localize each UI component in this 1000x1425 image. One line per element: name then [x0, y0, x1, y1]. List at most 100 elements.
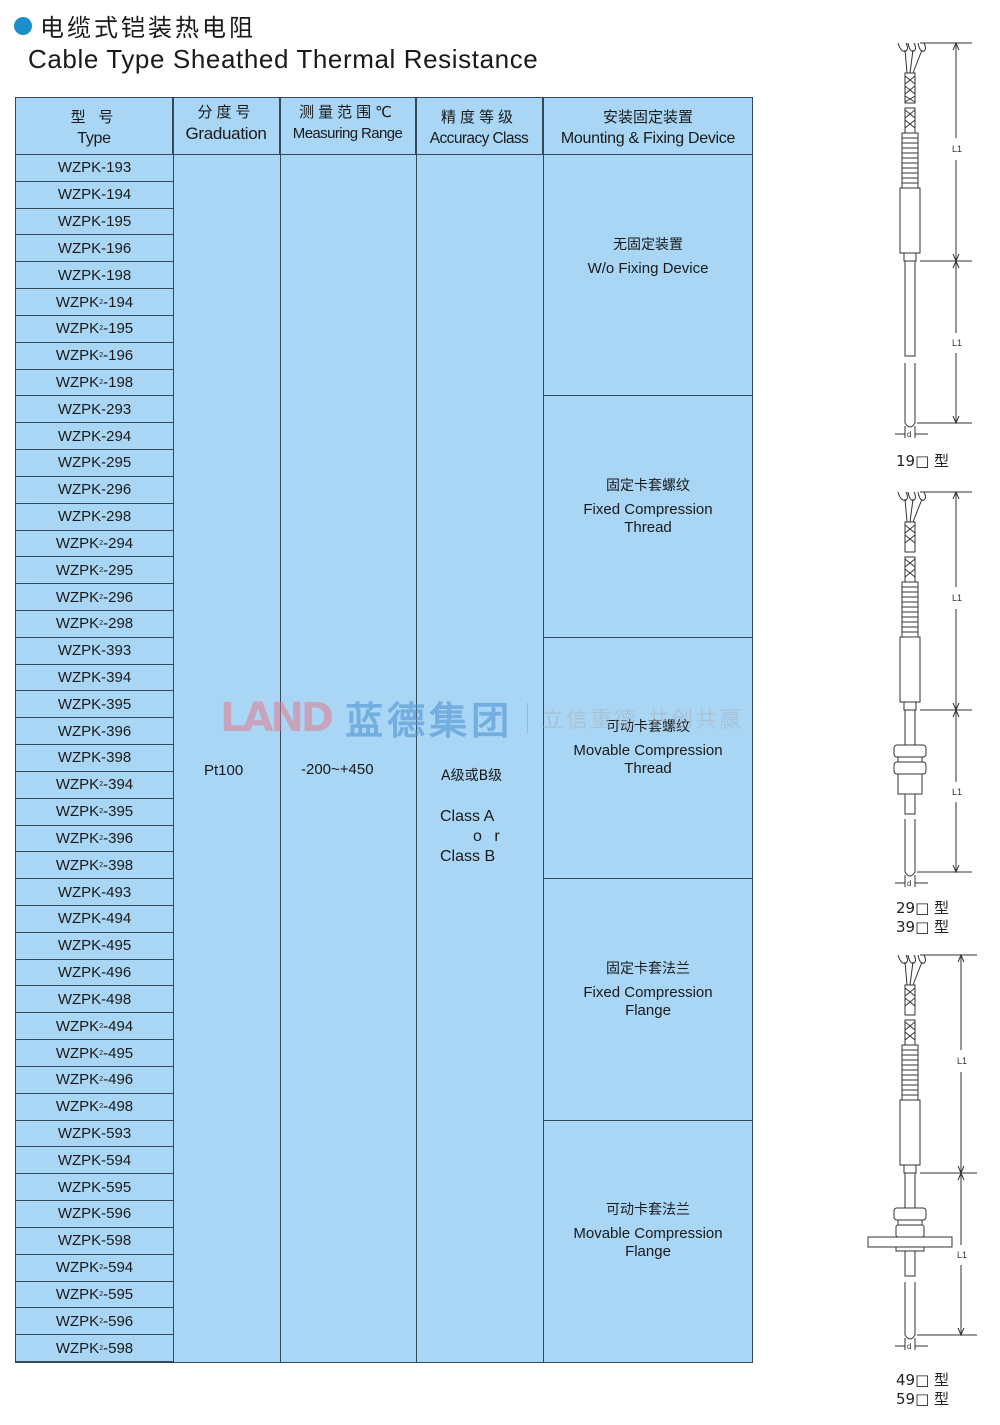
type-prefix: WZPK — [55, 856, 100, 874]
type-prefix: WZPK — [55, 1339, 100, 1357]
mounting-en: Fixed Compression — [583, 983, 713, 1001]
type-number: -495 — [101, 937, 132, 955]
type-prefix: WZPK — [55, 615, 100, 633]
type-prefix: WZPK — [55, 1071, 100, 1089]
type-number: -294 — [101, 427, 132, 445]
drawing-label: 49□ 型 — [896, 1371, 950, 1389]
type-prefix: WZPK — [57, 266, 102, 284]
type-row: WZPK-393 — [16, 638, 173, 665]
type-number: -596 — [101, 1205, 132, 1223]
mounting-cn: 可动卡套螺纹 — [606, 719, 690, 736]
type-prefix: WZPK — [57, 159, 102, 177]
type-row: WZPK-598 — [16, 1228, 173, 1255]
type-subscript: 2 — [99, 378, 104, 386]
type-number: -398 — [103, 856, 134, 874]
mounting-cn: 可动卡套法兰 — [606, 1202, 690, 1219]
header-mounting: 安装固定装置 Mounting & Fixing Device — [543, 98, 753, 155]
title-cn-text: 电缆式铠装热电阻 — [40, 14, 256, 42]
mounting-cn: 固定卡套螺纹 — [606, 478, 690, 495]
type-row: WZPK-293 — [16, 396, 173, 424]
type-row: WZPK-496 — [16, 960, 173, 987]
dim-label-l1: L1 — [957, 1250, 967, 1260]
type-number: -596 — [103, 1312, 134, 1330]
type-subscript: 2 — [99, 1076, 104, 1084]
type-prefix: WZPK — [57, 239, 102, 257]
dim-label-d: d — [907, 879, 911, 887]
dim-label-l1: L1 — [952, 144, 962, 154]
type-subscript: 2 — [99, 861, 104, 869]
type-row: WZPK-298 — [16, 504, 173, 531]
header-type-en: Type — [77, 130, 111, 147]
type-subscript: 2 — [99, 1264, 104, 1272]
type-number: -494 — [103, 1017, 134, 1035]
type-row: WZPK-398 — [16, 745, 173, 772]
header-graduation-cn: 分度号 — [197, 103, 255, 121]
type-number: -198 — [103, 373, 134, 391]
drawing-label: 39□ 型 — [896, 918, 950, 936]
drawing-type-49-59: L1 L1 d — [867, 953, 977, 1351]
type-row: WZPK-594 — [16, 1147, 173, 1175]
col-divider — [173, 98, 281, 1362]
type-number: -595 — [103, 1285, 134, 1303]
type-row: WZPK-198 — [16, 262, 173, 290]
mounting-en-2: Thread — [624, 519, 672, 537]
type-row: WZPK-296 — [16, 477, 173, 504]
dim-label-l1: L1 — [952, 787, 962, 797]
type-prefix: WZPK — [57, 964, 102, 982]
type-number: -494 — [101, 910, 132, 928]
type-row: WZPK-294 — [16, 423, 173, 451]
type-number: -394 — [103, 776, 134, 794]
type-number: -394 — [101, 669, 132, 687]
dim-label-l1: L1 — [952, 338, 962, 348]
type-prefix: WZPK — [57, 213, 102, 231]
type-number: -196 — [103, 347, 134, 365]
type-prefix: WZPK — [57, 695, 102, 713]
col-divider — [280, 98, 417, 1362]
spec-table: 型 号 Type 分度号 Graduation 测量范围℃ Measuring … — [15, 97, 753, 1363]
type-row: WZPK-194 — [16, 182, 173, 209]
type-number: -296 — [103, 588, 134, 606]
type-number: -496 — [101, 964, 132, 982]
type-row: WZPK-596 — [16, 1201, 173, 1228]
header-graduation-en: Graduation — [185, 124, 267, 143]
mounting-en: Movable Compression — [573, 742, 723, 760]
type-prefix: WZPK — [55, 1044, 100, 1062]
type-prefix: WZPK — [57, 749, 102, 767]
type-prefix: WZPK — [55, 561, 100, 579]
type-subscript: 2 — [99, 834, 104, 842]
drawing-label: 59□ 型 — [896, 1390, 950, 1408]
type-prefix: WZPK — [57, 400, 102, 418]
type-subscript: 2 — [99, 566, 104, 574]
type-row: WZPK-493 — [16, 879, 173, 906]
type-prefix: WZPK — [57, 1151, 102, 1169]
type-number: -598 — [101, 1232, 132, 1250]
type-subscript: 2 — [99, 593, 104, 601]
type-prefix: WZPK — [55, 588, 100, 606]
type-number: -195 — [101, 213, 132, 231]
type-row: WZPK-396 — [16, 718, 173, 746]
type-prefix: WZPK — [57, 883, 102, 901]
mounting-en: W/o Fixing Device — [587, 259, 709, 277]
drawing-label: 19□ 型 — [896, 452, 950, 470]
mounting-en-2: Flange — [625, 1001, 671, 1019]
type-prefix: WZPK — [55, 803, 100, 821]
type-number: -298 — [101, 508, 132, 526]
type-number: -298 — [103, 615, 134, 633]
type-prefix: WZPK — [55, 1259, 100, 1277]
header-graduation: 分度号 Graduation — [173, 98, 280, 155]
type-number: -393 — [101, 642, 132, 660]
type-prefix: WZPK — [57, 937, 102, 955]
mounting-en-2: Thread — [624, 760, 672, 778]
type-prefix: WZPK — [57, 1125, 102, 1142]
type-number: -295 — [101, 454, 132, 472]
